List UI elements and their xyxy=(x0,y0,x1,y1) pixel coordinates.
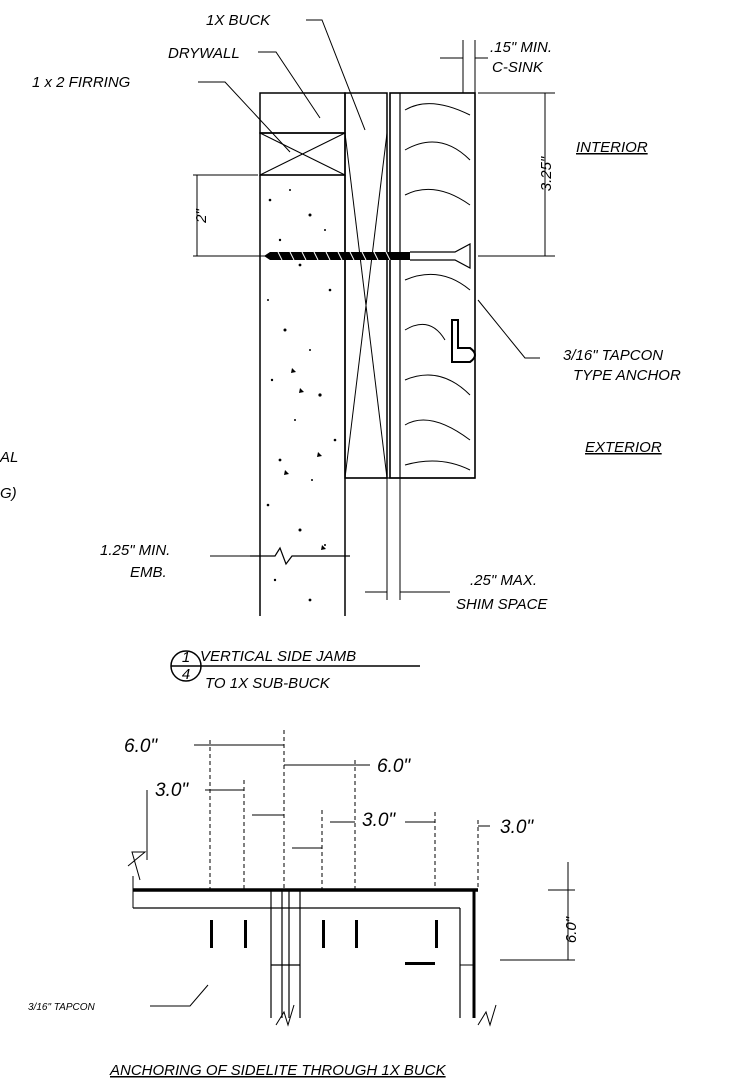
label-tapcon-1: 3/16" TAPCON xyxy=(563,347,663,364)
callout-title-1: VERTICAL SIDE JAMB xyxy=(200,648,356,665)
glazing-clip xyxy=(451,319,476,363)
label-emb-1: 1.25" MIN. xyxy=(100,542,170,559)
dimension-325: 3.25" xyxy=(478,92,555,257)
label-shim-1: .25" MAX. xyxy=(470,572,537,589)
extension-lines xyxy=(146,730,479,890)
label-left-cut-1: AL xyxy=(0,449,18,466)
label-shim-2: SHIM SPACE xyxy=(456,596,548,613)
label-firring: 1 x 2 FIRRING xyxy=(32,74,131,91)
callout-sheet: 4 xyxy=(182,666,190,683)
label-interior: INTERIOR xyxy=(576,139,648,156)
dim-6v-text: 6.0" xyxy=(563,916,580,943)
label-csink-top: .15" MIN. xyxy=(490,39,552,56)
dim-2-text: 2" xyxy=(193,208,210,223)
firring-strip xyxy=(259,132,346,176)
concrete-wall xyxy=(250,174,350,616)
tapcon-plan-label: 3/16" TAPCON xyxy=(28,1002,95,1013)
label-drywall: DRYWALL xyxy=(168,45,240,62)
shim-space-lines xyxy=(345,477,475,600)
label-csink-bottom: C-SINK xyxy=(492,59,544,76)
callout-title-2: TO 1X SUB-BUCK xyxy=(205,675,331,692)
frame-jamb xyxy=(389,92,476,479)
dim-3a-text: 3.0" xyxy=(155,780,189,801)
label-buck: 1X BUCK xyxy=(206,12,271,29)
callout-number: 1 xyxy=(182,649,190,666)
label-tapcon-2: TYPE ANCHOR xyxy=(573,367,681,384)
buck-member xyxy=(344,92,388,479)
section-callout: 1 4 VERTICAL SIDE JAMB TO 1X SUB-BUCK xyxy=(170,648,420,692)
tapcon-screw xyxy=(264,243,471,269)
section2-title: ANCHORING OF SIDELITE THROUGH 1X BUCK xyxy=(109,1062,447,1079)
label-exterior: EXTERIOR xyxy=(585,439,662,456)
dim-6b-text: 6.0" xyxy=(377,756,411,777)
dim-6a-text: 6.0" xyxy=(124,736,158,757)
concrete-aggregate xyxy=(266,189,337,602)
dim-3c-text: 3.0" xyxy=(500,817,534,838)
sidelite-frame-plan xyxy=(127,851,497,1027)
csink-dimension xyxy=(440,40,488,93)
label-left-cut-2: G) xyxy=(0,485,17,502)
label-emb-2: EMB. xyxy=(130,564,167,581)
leader-lines xyxy=(198,19,540,557)
dim-325-text: 3.25" xyxy=(538,156,555,191)
drywall-board xyxy=(259,92,346,134)
dimension-lines xyxy=(150,744,575,1007)
dim-3b-text: 3.0" xyxy=(362,810,396,831)
dimension-2: 2" xyxy=(193,174,268,257)
